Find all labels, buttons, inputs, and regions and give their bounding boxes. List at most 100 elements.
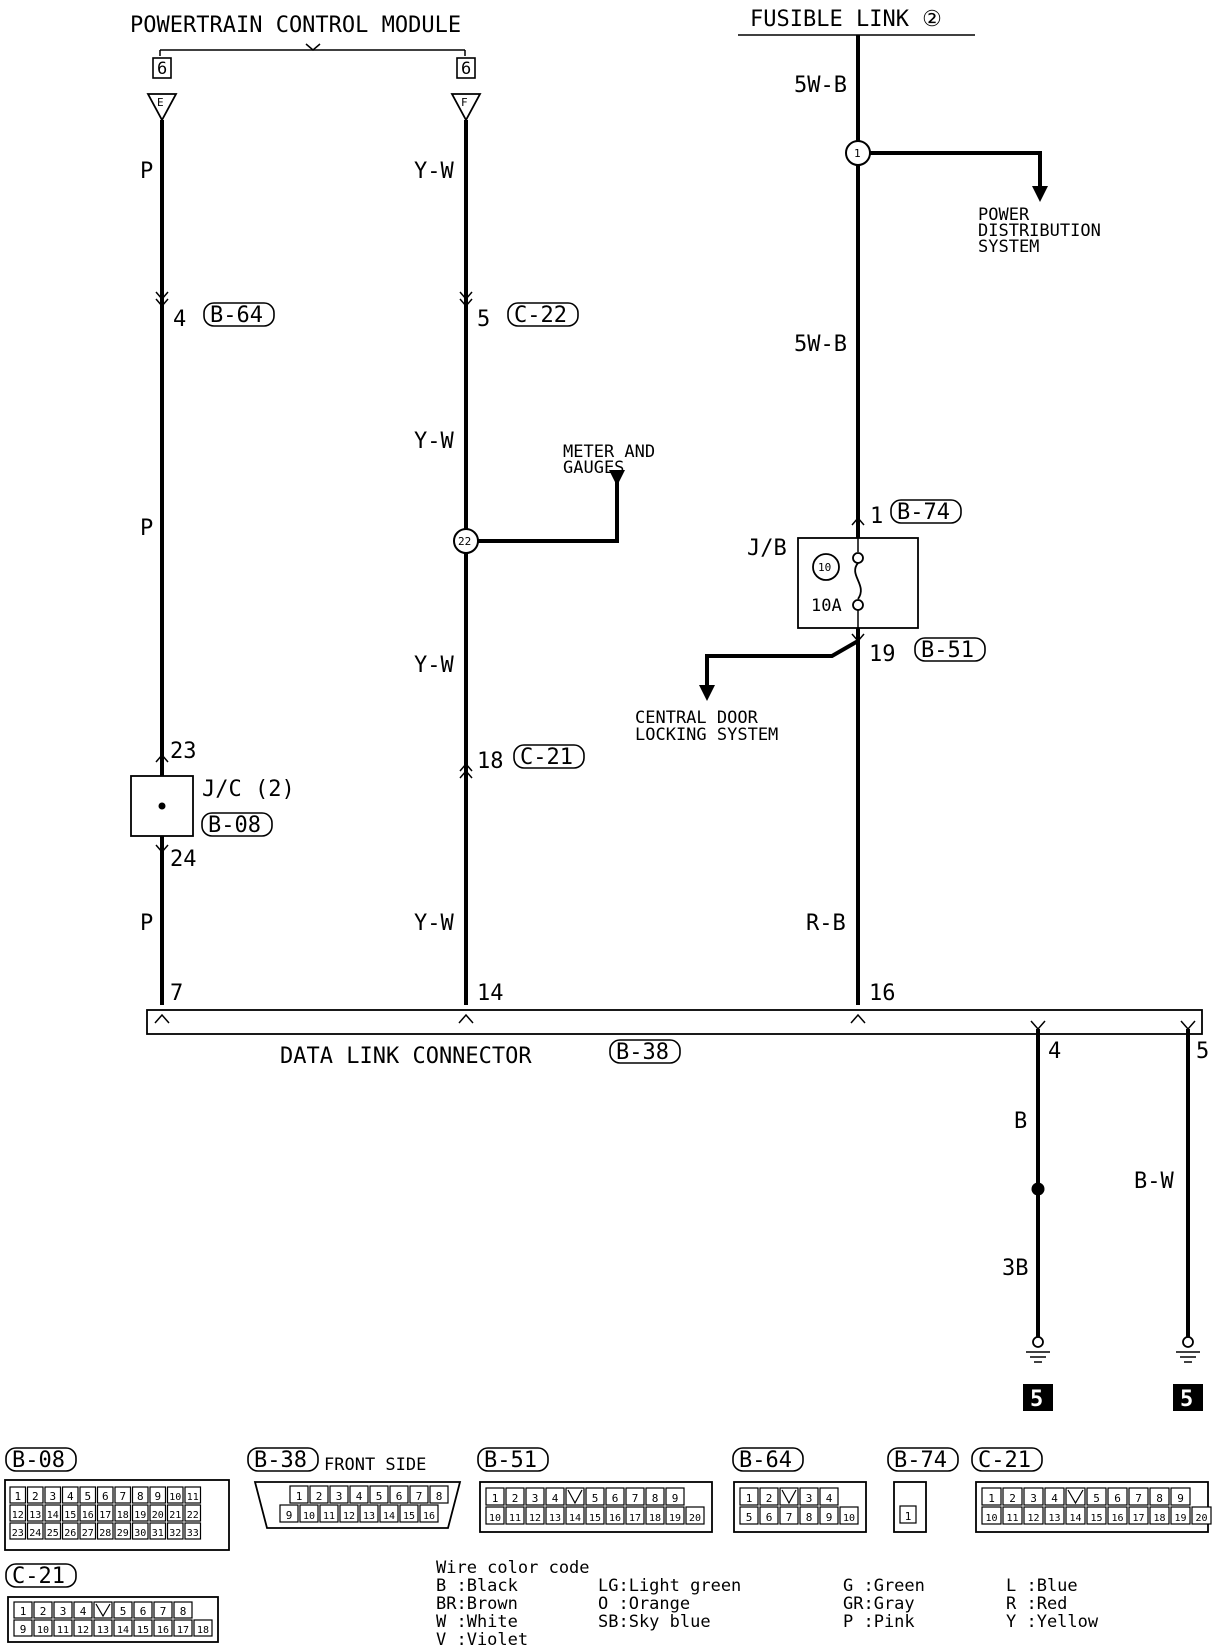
connector-pin-number: 14 <box>383 1511 395 1522</box>
wire-color-yw-1: Y-W <box>414 159 454 184</box>
data-link-connector-bar <box>146 1009 1203 1035</box>
pin-24: 24 <box>170 847 197 872</box>
connector-pin-number: 20 <box>152 1510 164 1521</box>
connector-pin-number: 1 <box>988 1492 995 1505</box>
connector-pin-number: 5 <box>592 1492 599 1505</box>
view-label-b51: B-51 <box>484 1448 537 1473</box>
connector-pin-number: 10 <box>303 1511 315 1522</box>
legend-col2-2: SB:Sky blue <box>598 1612 711 1632</box>
power-dist-label-3: SYSTEM <box>978 237 1039 257</box>
connector-pin-cell <box>585 1487 605 1506</box>
connector-pin-cell <box>149 1522 167 1540</box>
connector-pin-cell <box>114 1522 132 1540</box>
connector-pin-cell <box>545 1506 565 1525</box>
connector-pin-cell <box>399 1504 419 1523</box>
connector-pin-number: 9 <box>286 1509 293 1522</box>
fuse-rating: 10A <box>811 596 842 616</box>
pin-24-arrow-icon <box>155 844 169 854</box>
connector-pin-number: 12 <box>343 1511 355 1522</box>
connector-pin-number: 20 <box>689 1513 701 1524</box>
connector-pin-number: 29 <box>117 1528 129 1539</box>
connector-pin-number: 6 <box>102 1490 109 1503</box>
connector-pin-number: 12 <box>77 1625 89 1636</box>
connector-pin-number: 11 <box>187 1492 199 1503</box>
pcm-tag-left-num: 6 <box>157 59 167 79</box>
connector-pin-number: 4 <box>356 1490 363 1503</box>
wire-color-p-2: P <box>140 516 153 541</box>
connector-c22-label: C-22 <box>514 303 567 328</box>
view-label-c21a: C-21 <box>978 1448 1031 1473</box>
ground-symbol-right-icon <box>1176 1336 1200 1363</box>
connector-pin-cell <box>505 1487 525 1506</box>
connector-pin-number: 2 <box>766 1492 773 1505</box>
connector-key-icon <box>95 1603 111 1618</box>
connector-pin-cell <box>93 1619 113 1637</box>
meter-label-1: METER AND <box>563 442 655 462</box>
connector-b08-label: B-08 <box>208 813 261 838</box>
connector-pin-cell <box>419 1504 439 1523</box>
connector-pin-number: 5 <box>376 1490 383 1503</box>
connector-pin-cell <box>739 1487 759 1506</box>
connector-pin-number: 11 <box>57 1625 69 1636</box>
connector-pin-cell <box>1107 1506 1128 1525</box>
connector-pin-number: 3 <box>806 1492 813 1505</box>
pcm-tag-right-num: 6 <box>461 59 471 79</box>
view-label-b08: B-08 <box>12 1448 65 1473</box>
connector-pin-number: 18 <box>649 1513 661 1524</box>
connector-b74-label: B-74 <box>897 500 950 525</box>
connector-pin-number: 9 <box>20 1623 27 1636</box>
connector-view-b74: 1 <box>893 1481 927 1533</box>
connector-pin-cell <box>73 1601 93 1619</box>
connector-pin-cell <box>33 1619 53 1637</box>
view-tag-b64 <box>732 1447 804 1472</box>
connector-pin-number: 2 <box>512 1492 519 1505</box>
connector-pin-number: 15 <box>137 1625 149 1636</box>
pin-5-ground: 5 <box>1196 1039 1209 1064</box>
connector-pin-cell <box>133 1601 153 1619</box>
connector-pin-cell <box>184 1486 202 1504</box>
connector-pin-cell <box>779 1506 799 1525</box>
connector-pin-cell <box>1149 1487 1170 1506</box>
connector-pin-number: 32 <box>169 1528 181 1539</box>
connector-pin-cell <box>166 1504 184 1522</box>
connector-pin-cell <box>9 1504 27 1522</box>
connector-pin-number: 1 <box>905 1510 912 1523</box>
connector-key-cell <box>565 1487 585 1506</box>
connector-pin-cell <box>289 1485 309 1504</box>
connector-pin-cell <box>44 1504 62 1522</box>
connector-pin-number: 7 <box>119 1490 126 1503</box>
connector-pin-cell <box>369 1485 389 1504</box>
legend-col1-2: W :White <box>436 1612 518 1632</box>
splice-1-label: 1 <box>854 147 861 160</box>
pin-18-c21: 18 <box>477 749 504 774</box>
connector-pin-cell <box>379 1504 399 1523</box>
connector-pin-cell <box>545 1487 565 1506</box>
power-dist-arrow-icon <box>1032 186 1048 202</box>
connector-pin-cell <box>113 1619 133 1637</box>
connector-pin-cell <box>799 1487 819 1506</box>
pin-19-b51: 19 <box>869 642 896 667</box>
connector-pin-number: 4 <box>1051 1492 1058 1505</box>
connector-pin-number: 16 <box>157 1625 169 1636</box>
connector-b64-label: B-64 <box>210 303 263 328</box>
connector-pin-number: 6 <box>1114 1492 1121 1505</box>
power-dist-label-2: DISTRIBUTION <box>978 221 1101 241</box>
wire-branch-central-door <box>705 639 859 685</box>
connector-pin-number: 5 <box>84 1490 91 1503</box>
connector-pin-cell <box>44 1486 62 1504</box>
connector-pin-cell <box>61 1486 79 1504</box>
connector-pin-number: 8 <box>180 1605 187 1618</box>
connector-pin-number: 31 <box>152 1528 164 1539</box>
connector-pin-cell <box>1086 1506 1107 1525</box>
view-label-b38: B-38 <box>254 1448 307 1473</box>
pin-14: 14 <box>477 981 504 1006</box>
wire-branch-power-dist <box>858 151 1042 186</box>
connector-pin-number: 11 <box>509 1513 521 1524</box>
connector-pin-cell <box>429 1485 449 1504</box>
connector-pin-number: 25 <box>47 1528 59 1539</box>
connector-b51-label: B-51 <box>921 638 974 663</box>
connector-pin-number: 6 <box>766 1511 773 1524</box>
